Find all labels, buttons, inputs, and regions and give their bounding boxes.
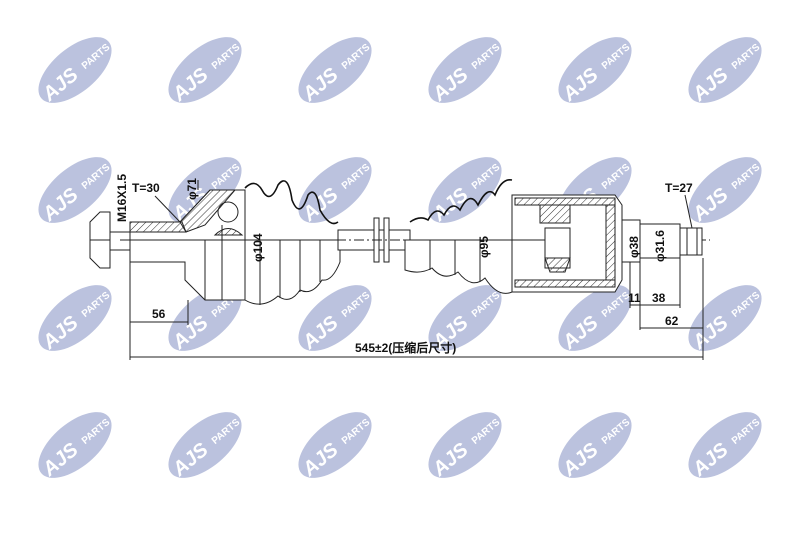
length-56-label: 56 <box>152 307 166 321</box>
length-38-label: 38 <box>652 291 666 305</box>
inner-boot <box>404 178 513 294</box>
torque-left-label: T=30 <box>132 181 160 195</box>
thread-label: M16X1.5 <box>115 174 129 222</box>
inner-stub <box>621 219 703 263</box>
inner-cv-joint <box>511 194 623 293</box>
dia-104-label: φ104 <box>251 233 265 262</box>
dimension-lines <box>129 194 704 360</box>
total-length-label: 545±2(压缩后尺寸) <box>355 340 456 355</box>
torque-right-label: T=27 <box>665 181 693 195</box>
dia-38-label: φ38 <box>627 236 641 258</box>
length-11-label: 11 <box>628 291 641 305</box>
hex-nut <box>89 211 131 269</box>
outer-boot <box>244 180 341 305</box>
dia-31-6-label: φ31.6 <box>653 230 667 262</box>
dia-95-label: φ95 <box>477 236 491 258</box>
dia-71-label: φ71 <box>185 178 199 200</box>
outer-cv-joint <box>129 180 246 301</box>
length-62-label: 62 <box>665 314 679 328</box>
